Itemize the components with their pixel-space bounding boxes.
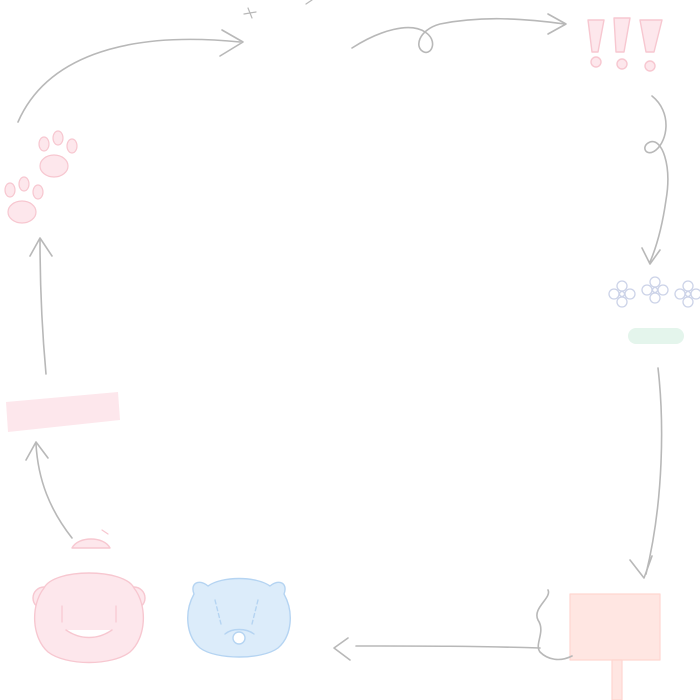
arrow-right-side xyxy=(629,367,663,579)
flowers xyxy=(608,276,700,308)
arrow-right-down xyxy=(641,95,669,265)
pink-tape xyxy=(6,392,120,432)
arrow-top-left xyxy=(17,0,313,123)
signboard xyxy=(569,593,661,700)
pink-bear xyxy=(32,529,146,664)
blue-cat xyxy=(187,577,291,658)
exclamation-marks xyxy=(587,17,663,72)
arrow-left-up-upper xyxy=(29,237,53,375)
mint-tape xyxy=(628,328,684,344)
arrow-bottom-left xyxy=(333,589,573,661)
arrow-left-up xyxy=(25,441,73,539)
paw-prints xyxy=(4,130,78,224)
arrow-top-right xyxy=(351,13,567,54)
